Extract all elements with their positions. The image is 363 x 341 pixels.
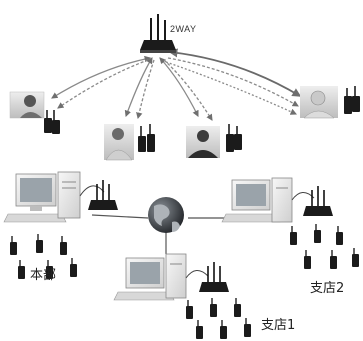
- wireless-router-icon: [88, 180, 118, 210]
- operator-photo: [186, 126, 220, 158]
- handheld-radio-icon: [290, 224, 359, 269]
- desktop-pc-icon: [3, 171, 81, 223]
- headquarters-label: 本部: [30, 268, 57, 283]
- handheld-radio-icon: [10, 234, 77, 279]
- operator-photo: [104, 124, 134, 161]
- handheld-radio-icon: [226, 124, 242, 152]
- handheld-radio-icon: [344, 86, 360, 114]
- branch1-label: 支店1: [261, 318, 296, 333]
- desktop-pc-icon: [113, 253, 187, 301]
- network-links: [91, 214, 228, 254]
- radio-links: [51, 48, 302, 121]
- operator-photo: [9, 91, 45, 119]
- globe-icon: [148, 197, 184, 233]
- handheld-radio-icon: [44, 110, 60, 134]
- wireless-router-icon: [199, 262, 229, 292]
- desktop-pc-icon: [221, 177, 293, 223]
- handheld-radio-icon: [186, 298, 251, 339]
- handheld-radio-icon: [138, 124, 155, 152]
- router-label: 2WAY: [170, 24, 197, 34]
- operator-photo: [300, 86, 338, 119]
- branch2-label: 支店2: [310, 281, 345, 296]
- wireless-router-icon: [140, 14, 176, 53]
- wireless-router-icon: [303, 186, 333, 216]
